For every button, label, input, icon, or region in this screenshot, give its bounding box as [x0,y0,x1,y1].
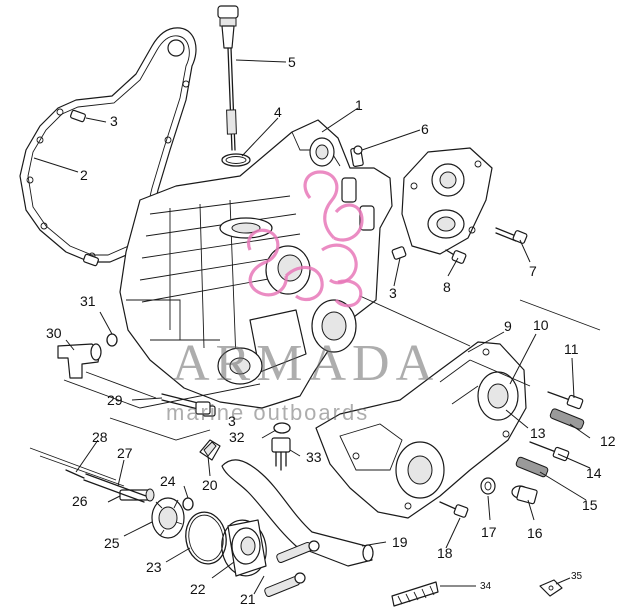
callout-21: 21 [240,591,256,607]
washer-part-24 [182,497,194,511]
callout-16: 16 [527,525,543,541]
callout-32: 32 [229,429,245,445]
callout-29: 29 [107,392,123,408]
callout-18: 18 [437,545,453,561]
callout-26: 26 [72,493,88,509]
o-ring-large-part [185,511,227,565]
callout-15: 15 [582,497,598,513]
callout-30: 30 [46,325,62,341]
callout-8: 8 [443,279,451,295]
callout-5: 5 [288,54,296,70]
bolt-part-14 [529,441,570,462]
callout-23: 23 [146,559,162,575]
callout-7: 7 [529,263,537,279]
washer-bolt-part-16 [511,485,538,505]
callout-4: 4 [274,104,282,120]
callout-28: 28 [92,429,108,445]
watermark-tagline: marine outboards [166,400,369,425]
washer-part-32 [273,422,291,434]
bolt-part-7 [495,227,528,244]
crankcase-part [119,119,393,409]
bolt-part-12 [549,408,585,430]
drain-bolt-part [271,437,291,471]
crankcase-cover-part [315,341,527,519]
callout-3b: 3 [389,285,397,301]
pin-part-28 [65,469,85,479]
leader-lines [33,59,591,595]
bolt-part-8 [445,249,467,264]
dipstick-part [217,5,239,151]
callout-11: 11 [564,341,579,357]
shaft-part-26 [119,488,155,502]
callout-24: 24 [160,473,176,489]
callout-10: 10 [533,317,549,333]
callout-9: 9 [504,318,512,334]
o-ring-part [221,153,251,167]
callout-17: 17 [481,524,497,540]
callout-3a: 3 [110,113,118,129]
washer-part-31 [106,333,118,347]
callout-27: 27 [117,445,133,461]
watermark-brand: ARMADA [172,335,439,392]
dowel-pin-part [70,109,407,417]
callout-1: 1 [355,97,363,113]
callout-6: 6 [421,121,429,137]
pin-part-6 [350,145,364,168]
callout-12: 12 [600,433,616,449]
callout-25: 25 [104,535,120,551]
callout-19: 19 [392,534,408,550]
clamp-part [199,439,221,461]
bolt-part-15 [515,456,549,478]
callout-14: 14 [586,465,602,481]
callout-20: 20 [202,477,218,493]
callout-labels: 1 2 3 3 3 4 5 6 7 8 9 10 11 12 13 14 15 … [46,54,616,607]
pump-rotor-part [151,497,185,539]
hose-part [221,459,374,567]
callout-13: 13 [530,425,546,441]
callout-22: 22 [190,581,206,597]
callout-31: 31 [80,293,96,309]
elbow-fitting-part [57,343,102,379]
bolt-part-11 [547,391,584,410]
watermark-logo [247,170,364,308]
callout-35: 35 [571,571,583,582]
bolt-part-18 [439,501,469,518]
callout-34: 34 [480,581,492,592]
filter-housing-part [221,519,267,577]
assembly-guides [29,295,601,487]
side-cover-part [401,147,493,255]
callout-3c: 3 [228,413,236,429]
label-strip-part [391,581,439,607]
screw-part-21 [264,540,320,597]
washer-part-17 [480,477,496,495]
shaft-part-27 [83,473,147,503]
callout-33: 33 [306,449,322,465]
callout-2: 2 [80,167,88,183]
